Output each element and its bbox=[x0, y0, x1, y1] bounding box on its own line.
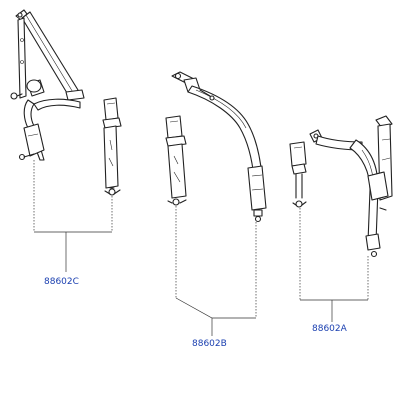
seat-belt-assembly-88602a bbox=[289, 115, 393, 258]
part-label-88602b[interactable]: 88602B bbox=[192, 339, 227, 349]
leader-lines bbox=[33, 160, 369, 336]
seat-belt-assembly-88602b bbox=[165, 71, 267, 223]
part-label-88602c[interactable]: 88602C bbox=[44, 277, 79, 287]
part-label-88602a[interactable]: 88602A bbox=[312, 324, 348, 334]
seat-belt-assembly-88602c bbox=[10, 9, 122, 196]
